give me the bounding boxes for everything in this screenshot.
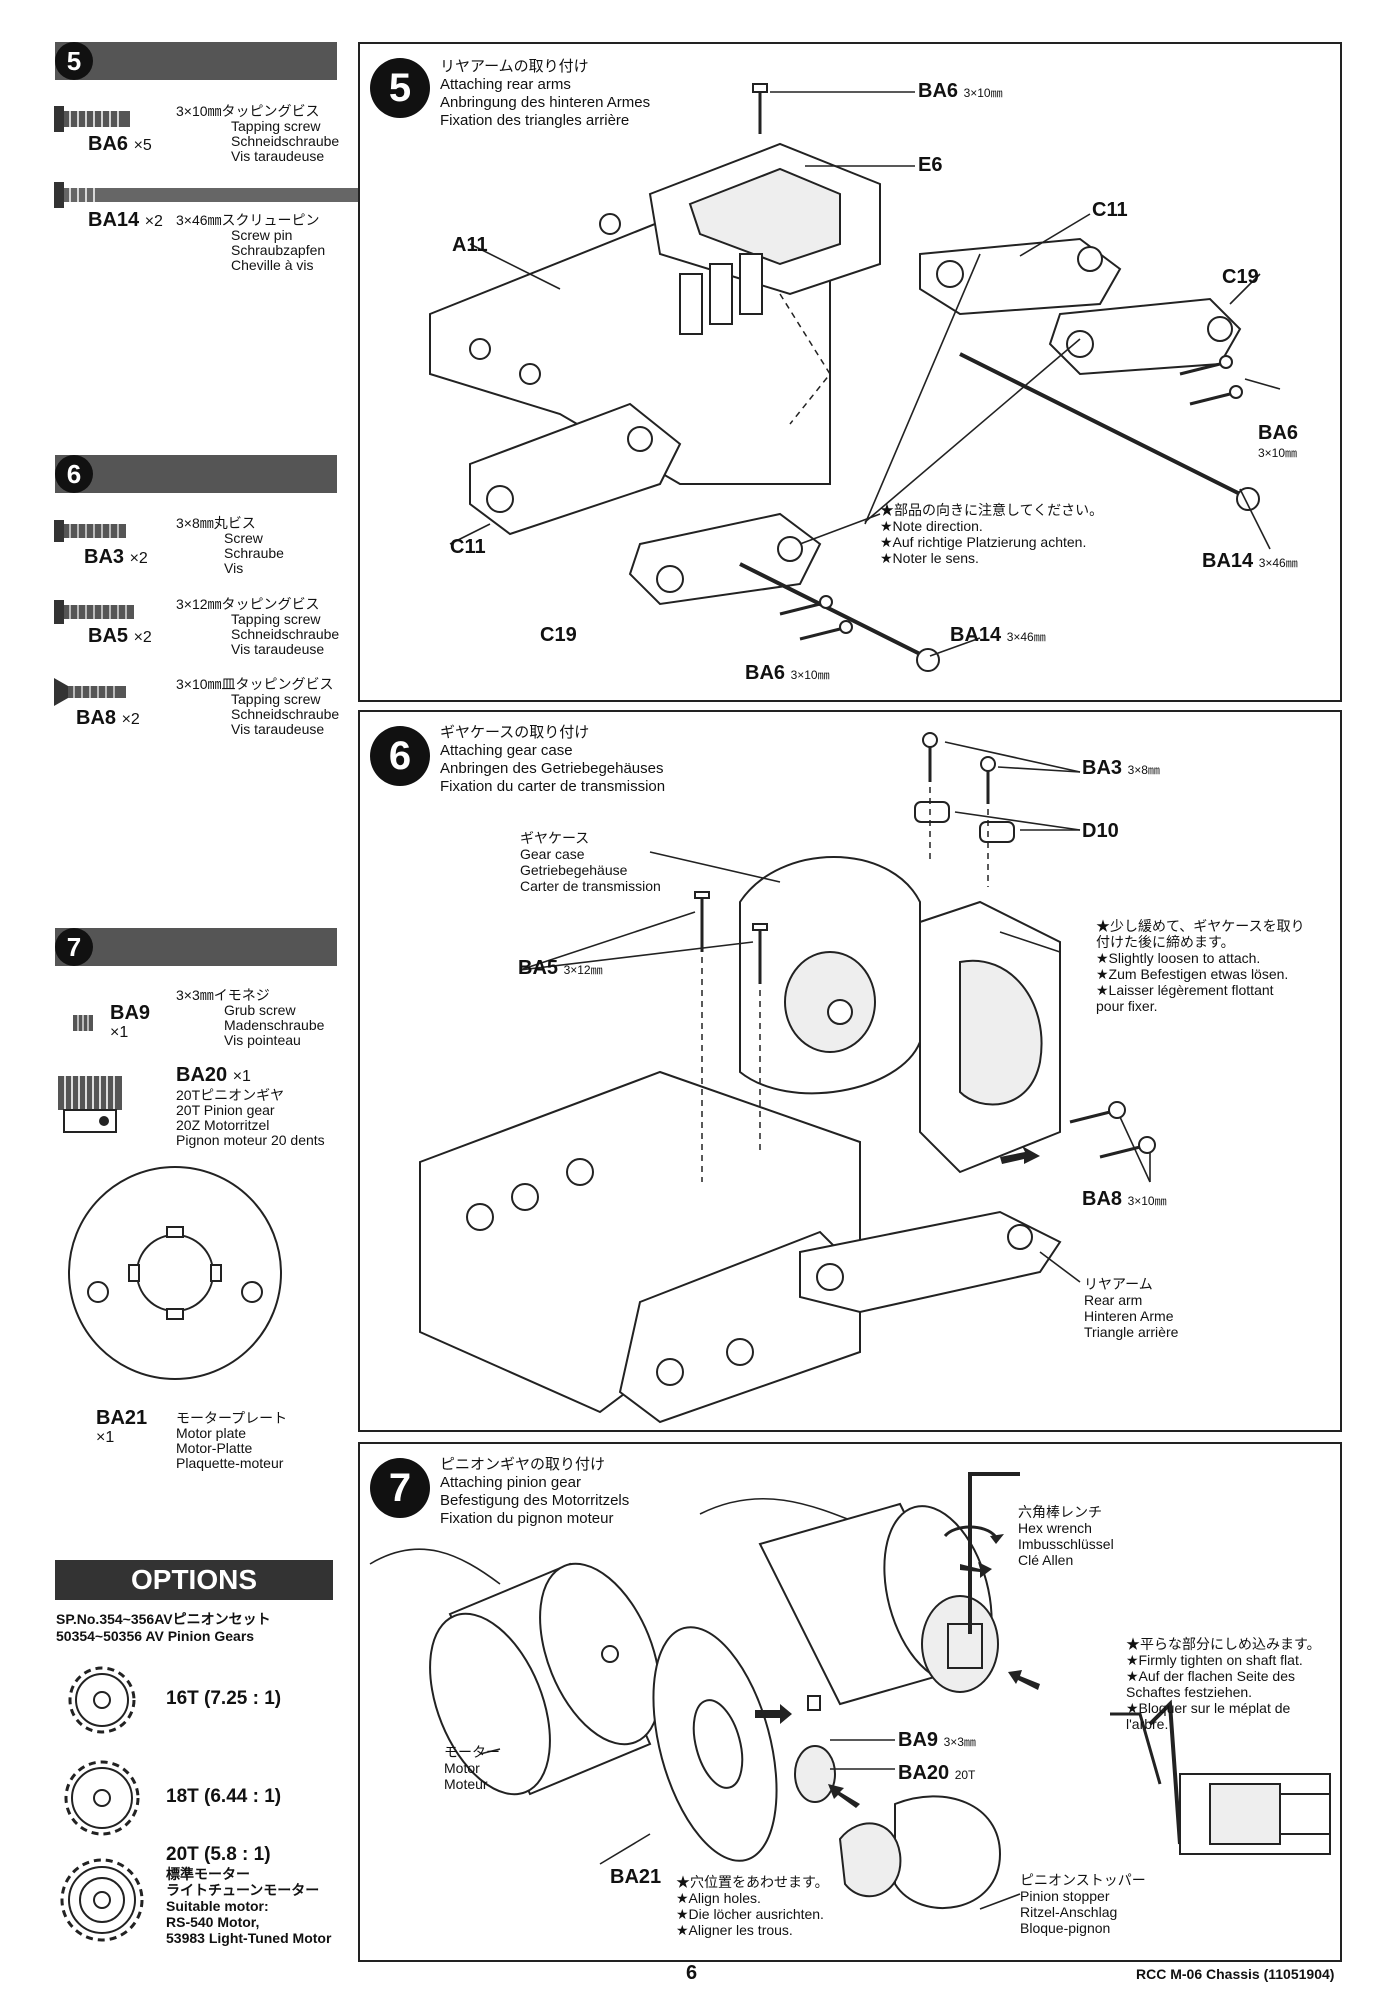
step7-panel: 7 ピニオンギヤの取り付け Attaching pinion gear Befe… <box>358 1442 1342 1962</box>
label-c19-right: C19 <box>1222 266 1259 288</box>
gear-20t-icon <box>60 1858 144 1942</box>
step6-title: ギヤケースの取り付け Attaching gear case Anbringen… <box>440 724 666 795</box>
ba8-code: BA8 ×2 <box>76 707 140 729</box>
ba3-screw-icon <box>54 520 126 542</box>
gear-20t-label: 20T (5.8 : 1) 標準モーター ライトチューンモーター Suitabl… <box>166 1844 332 1946</box>
shaft-flat-note: ★平らな部分にしめ込みます。★Firmly tighten on shaft f… <box>1126 1636 1321 1732</box>
step5-direction-note: ★部品の向きに注意してください。★Note direction.★Auf ric… <box>880 502 1104 566</box>
ba21-desc: モータープレート Motor plate Motor-Platte Plaque… <box>176 1410 288 1471</box>
label-ba3: BA3 3×8㎜ <box>1082 757 1160 779</box>
step5-panel: 5 リヤアームの取り付け Attaching rear arms Anbring… <box>358 42 1342 702</box>
align-holes-note: ★穴位置をあわせます。★Align holes.★Die löcher ausr… <box>676 1874 829 1938</box>
step6-panel: 6 ギヤケースの取り付け Attaching gear case Anbring… <box>358 710 1342 1432</box>
ba14-screw-pin-icon <box>54 182 374 208</box>
ba5-code: BA5 ×2 <box>88 625 152 647</box>
ba8-desc: 3×10㎜皿タッピングビス Tapping screw Schneidschra… <box>176 676 340 737</box>
ba20-pinion-gear-icon <box>58 1076 122 1133</box>
label-ba6-top: BA6 3×10㎜ <box>918 80 1003 102</box>
label-d10: D10 <box>1082 820 1119 842</box>
ba6-desc: 3×10㎜タッピングビス Tapping screw Schneidschrau… <box>176 103 340 164</box>
step7-title: ピニオンギヤの取り付け Attaching pinion gear Befest… <box>440 1456 630 1527</box>
gear-18t-icon <box>64 1760 140 1836</box>
ba14-desc: 3×46㎜スクリューピン Screw pin Schraubzapfen Che… <box>176 212 326 273</box>
label-c19-left: C19 <box>540 624 577 646</box>
options-subtitle: SP.No.354~356AVピニオンセット 50354~50356 AV Pi… <box>56 1611 271 1644</box>
step5-parts-header <box>55 42 337 80</box>
step7-parts-number: 7 <box>55 928 93 966</box>
gear-16t-label: 16T (7.25 : 1) <box>166 1688 282 1709</box>
ba9-grub-screw-icon <box>73 1015 93 1031</box>
gear-18t-label: 18T (6.44 : 1) <box>166 1786 282 1807</box>
options-banner: OPTIONS <box>55 1560 333 1600</box>
ba21-motor-plate-icon <box>68 1166 282 1380</box>
step6-loosen-note: ★少し緩めて、ギヤケースを取り付けた後に締めます。★Slightly loose… <box>1096 918 1305 1014</box>
label-ba14-bottom: BA14 3×46㎜ <box>950 624 1046 646</box>
ba9-desc: 3×3㎜イモネジ Grub screw Madenschraube Vis po… <box>176 987 325 1048</box>
ba20-desc: BA20 ×1 20Tピニオンギヤ 20T Pinion gear 20Z Mo… <box>176 1064 325 1148</box>
step7-number: 7 <box>370 1458 430 1518</box>
rear-arm-assembly-diagram <box>429 83 1281 672</box>
ba3-desc: 3×8㎜丸ビス Screw Schraube Vis <box>176 515 284 576</box>
document-id: RCC M-06 Chassis (11051904) <box>1136 1966 1335 1982</box>
step5-parts-number: 5 <box>55 42 93 80</box>
label-ba20: BA20 20T <box>898 1762 976 1784</box>
label-ba5: BA5 3×12㎜ <box>518 957 603 979</box>
label-c11-left: C11 <box>450 536 486 558</box>
label-e6: E6 <box>918 154 943 176</box>
ba5-desc: 3×12㎜タッピングビス Tapping screw Schneidschrau… <box>176 596 340 657</box>
ba8-countersunk-screw-icon <box>54 678 126 706</box>
label-ba6-bottom: BA6 3×10㎜ <box>745 662 830 684</box>
ba3-code: BA3 ×2 <box>84 546 148 568</box>
step6-parts-header <box>55 455 337 493</box>
label-ba9: BA9 3×3㎜ <box>898 1729 976 1751</box>
gear-16t-icon <box>68 1666 136 1734</box>
label-ba8: BA8 3×10㎜ <box>1082 1188 1167 1210</box>
label-ba21: BA21 <box>610 1866 662 1888</box>
step7-parts-header <box>55 928 337 966</box>
ba14-code: BA14 ×2 <box>88 209 163 231</box>
step5-number: 5 <box>370 58 430 118</box>
ba9-code: BA9×1 <box>110 1002 151 1041</box>
label-a11: A11 <box>452 234 488 256</box>
ba6-screw-icon <box>54 106 130 132</box>
step6-number: 6 <box>370 726 430 786</box>
ba6-code: BA6 ×5 <box>88 133 152 155</box>
ba5-screw-icon <box>54 600 134 624</box>
pinion-gear-assembly-diagram <box>369 1472 1331 1910</box>
page-number: 6 <box>686 1962 698 1984</box>
ba21-code: BA21×1 <box>96 1407 148 1446</box>
label-c11-right: C11 <box>1092 199 1128 221</box>
label-ba14-right: BA14 3×46㎜ <box>1202 550 1298 572</box>
gear-case-assembly-diagram <box>419 732 1156 1424</box>
step5-title: リヤアームの取り付け Attaching rear arms Anbringun… <box>440 58 651 129</box>
step6-parts-number: 6 <box>55 455 93 493</box>
